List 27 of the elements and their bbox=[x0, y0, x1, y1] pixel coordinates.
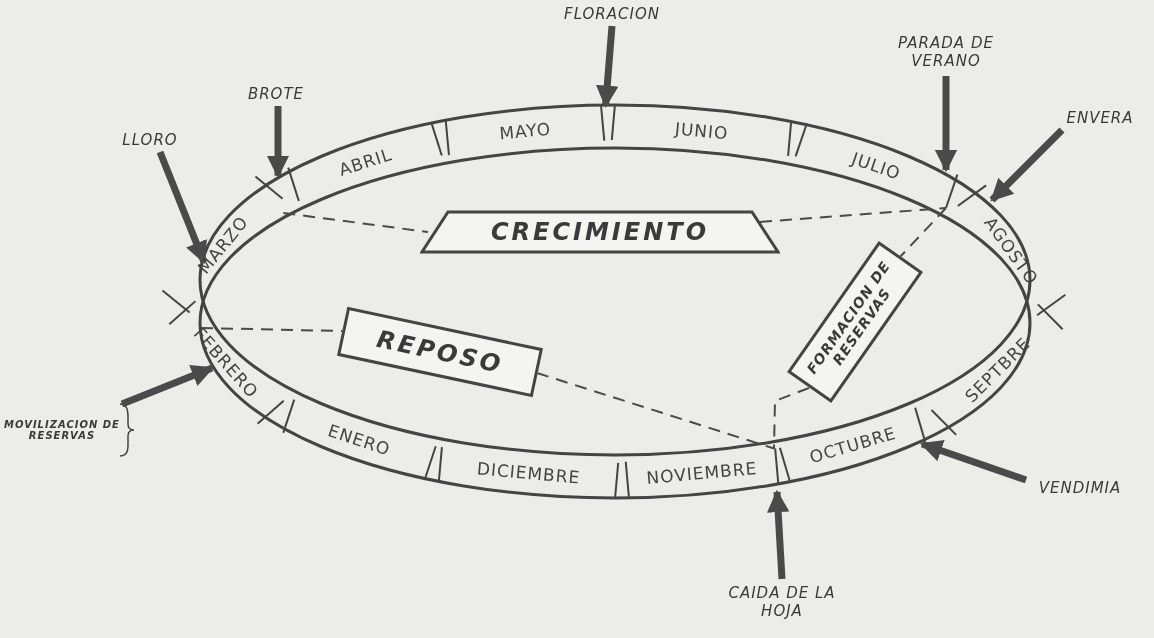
stage-label: LLORO bbox=[110, 128, 190, 152]
month-segment: MAYO bbox=[444, 105, 606, 156]
month-segment: JULIO bbox=[794, 122, 958, 209]
dashed-connector bbox=[773, 387, 810, 450]
month-segment: JUNIO bbox=[610, 104, 793, 156]
stage-arrow bbox=[919, 440, 1028, 484]
stage-label: BROTE bbox=[236, 82, 316, 106]
stage-arrow bbox=[989, 127, 1065, 203]
dashed-connector bbox=[536, 372, 775, 450]
dashed-connector bbox=[282, 212, 429, 233]
month-segment: NOVIEMBRE bbox=[624, 448, 779, 497]
stage-label: VENDIMIA bbox=[1025, 476, 1135, 500]
stage-arrow bbox=[156, 150, 208, 265]
stage-arrow bbox=[120, 364, 215, 408]
stage-label: PARADA DE VERANO bbox=[881, 28, 1011, 76]
stage-label: CAIDA DE LA HOJA bbox=[722, 579, 842, 625]
dashed-connector bbox=[759, 207, 947, 223]
stage-label: MOVILIZACION DE RESERVAS bbox=[2, 404, 122, 456]
dashed-connector bbox=[899, 207, 947, 258]
month-segment: DICIEMBRE bbox=[437, 447, 620, 499]
phase-box: CRECIMIENTO bbox=[420, 210, 780, 254]
stage-label: FLORACION bbox=[547, 2, 677, 26]
stage-label: ENVERA bbox=[1055, 106, 1145, 130]
month-segment: ABRIL bbox=[287, 121, 444, 202]
dashed-connector bbox=[200, 327, 343, 332]
stage-arrow bbox=[596, 25, 619, 109]
stage-arrow bbox=[767, 489, 790, 580]
